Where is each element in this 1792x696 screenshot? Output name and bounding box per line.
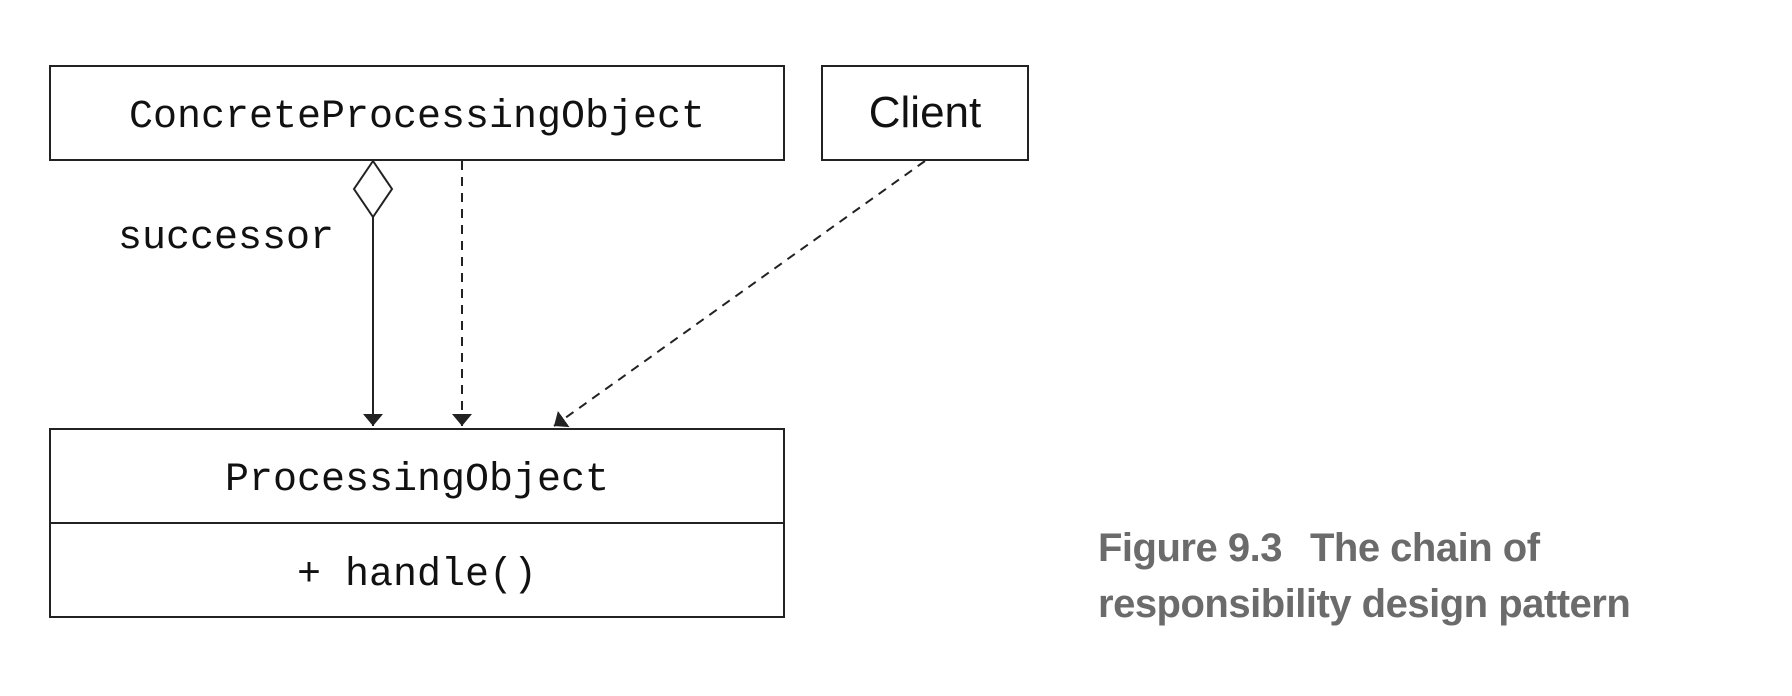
client-class: Client: [821, 65, 1029, 161]
aggregation-diamond-icon: [352, 159, 394, 219]
client-name: Client: [869, 88, 982, 137]
successor-aggregation: successor: [118, 159, 394, 426]
caption-line-1: Figure 9.3 The chain of: [1098, 520, 1738, 576]
handle-method: + handle(): [297, 553, 537, 598]
figure-caption: Figure 9.3 The chain of responsibility de…: [1098, 520, 1738, 632]
concrete-processing-object-class: ConcreteProcessingObject: [49, 65, 785, 161]
figure-number: Figure 9.3: [1098, 526, 1282, 570]
concrete-processing-object-name: ConcreteProcessingObject: [129, 95, 705, 140]
successor-label: successor: [118, 216, 334, 261]
caption-title-part-2: responsibility design pattern: [1098, 582, 1631, 626]
client-to-processing-dependency-arrow: [553, 160, 926, 428]
processing-object-class: ProcessingObject + handle(): [49, 428, 785, 618]
caption-title-part-1: The chain of: [1309, 526, 1540, 570]
processing-object-name: ProcessingObject: [225, 458, 609, 503]
